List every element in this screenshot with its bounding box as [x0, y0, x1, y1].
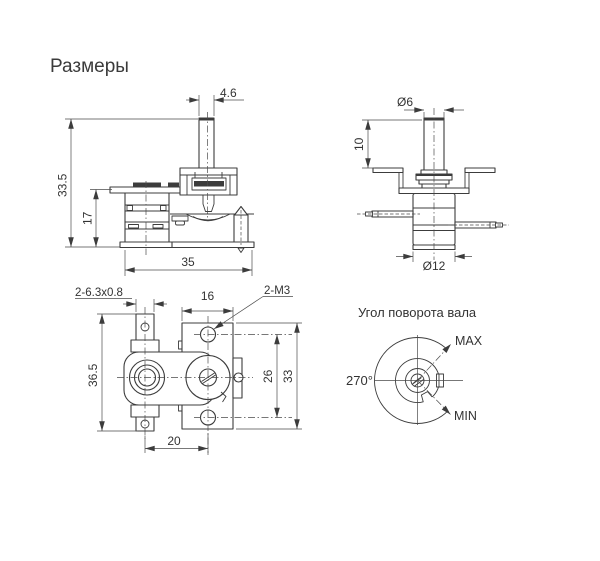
terminal-top [130, 313, 160, 353]
rotation-arc [374, 337, 449, 424]
dim-body-diameter: Ø12 [423, 259, 446, 273]
dim-hole-spacing: 26 [261, 369, 275, 383]
front-view-dimensions: Ø6 10 Ø12 [352, 95, 472, 273]
top-view-drawing: 2-6.3x0.8 16 2-M3 36.5 26 33 20 [75, 285, 302, 455]
dim-shaft-diameter: Ø6 [397, 95, 413, 109]
shaft-outline [198, 117, 215, 169]
terminal-left [357, 210, 420, 218]
dim-center-spacing: 20 [167, 434, 181, 448]
front-view-drawing: Ø6 10 Ø12 [352, 95, 509, 273]
rotation-angle-drawing: Угол поворота вала 270° MAX MIN [346, 305, 483, 425]
label-screw-holes: 2-M3 [264, 285, 290, 297]
top-view-dimensions: 2-6.3x0.8 16 2-M3 36.5 26 33 20 [75, 285, 302, 453]
terminal-right [448, 221, 509, 229]
side-view-dimensions: 4.6 33.5 17 35 [56, 86, 253, 276]
dim-total-height: 36.5 [86, 363, 100, 387]
label-terminal-size: 2-6.3x0.8 [75, 287, 123, 299]
dim-body-height: 17 [81, 211, 95, 225]
dim-shaft-width: 4.6 [220, 86, 237, 100]
max-label: MAX [455, 334, 483, 348]
dim-total-width: 35 [181, 255, 195, 269]
thermostat-front-outline [357, 117, 509, 251]
bimetal-disc [185, 213, 231, 221]
dim-shaft-length: 10 [352, 137, 366, 151]
side-view-drawing: 4.6 33.5 17 35 [56, 86, 255, 276]
side-view-centerlines [145, 112, 208, 255]
dim-plate-height: 33 [281, 369, 295, 383]
rotation-diagram [374, 335, 463, 425]
min-label: MIN [454, 409, 477, 423]
thermostat-top-outline [123, 313, 244, 432]
dim-total-height: 33.5 [56, 173, 70, 197]
thermostat-side-outline [109, 117, 255, 253]
rotation-title: Угол поворота вала [358, 305, 477, 320]
rotation-angle-value: 270° [346, 373, 373, 388]
page-title: Размеры [50, 56, 129, 77]
dim-mount-width: 16 [201, 289, 215, 303]
